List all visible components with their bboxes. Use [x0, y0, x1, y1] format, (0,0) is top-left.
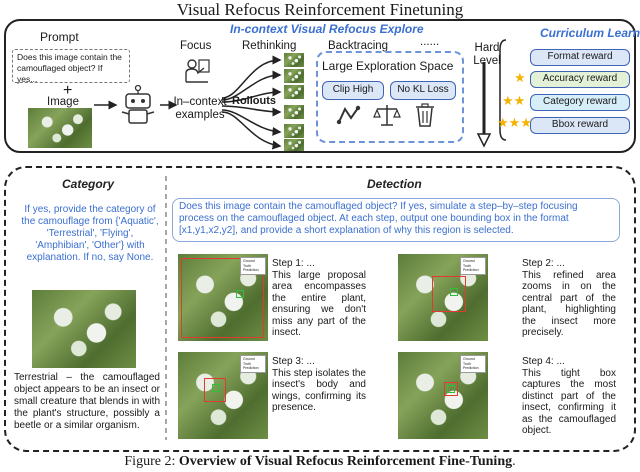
- star-icon: ★★: [502, 93, 526, 108]
- step3-text: Step 3: ... This step isolates the insec…: [272, 356, 366, 413]
- robot-icon: [121, 84, 155, 124]
- ground-truth-box: [447, 385, 455, 393]
- curriculum-title: Curriculum Learning: [540, 26, 640, 40]
- detection-question: Does this image contain the camouflaged …: [172, 198, 620, 242]
- input-image: [28, 108, 92, 148]
- exploration-space-box: [316, 51, 464, 143]
- trash-icon: [416, 103, 434, 127]
- prediction-box: [444, 382, 458, 396]
- incontext-examples-label: In–context examples: [173, 96, 227, 121]
- continuation-dots: ......: [420, 36, 440, 48]
- figure-title: Visual Refocus Reinforcement Finetuning: [176, 0, 464, 19]
- bbox-reward: Bbox reward: [530, 117, 630, 134]
- ground-truth-box: [236, 290, 244, 298]
- prompt-box: Does this image contain the camouflaged …: [12, 49, 130, 84]
- category-question: If yes, provide the category of the camo…: [21, 204, 159, 263]
- step2-text: Step 2: ... This refined area zooms in o…: [522, 258, 616, 338]
- no-kl-loss-pill: No KL Loss: [390, 81, 456, 100]
- prediction-box: [432, 276, 466, 312]
- star-icon: ★: [514, 70, 526, 85]
- format-reward: Format reward: [530, 49, 630, 66]
- clip-high-pill: Clip High: [322, 81, 384, 100]
- figure-caption: Figure 2: Overview of Visual Refocus Rei…: [124, 454, 516, 469]
- step1-text: Step 1: ... This large proposal area enc…: [272, 258, 366, 338]
- detection-title: Detection: [367, 177, 422, 191]
- curve-icon: [336, 105, 361, 125]
- bottom-panel: [4, 166, 636, 452]
- hard-level-label: Hard Level: [473, 42, 501, 67]
- balance-scale-icon: [373, 105, 401, 126]
- top-panel: [4, 19, 636, 153]
- rethinking-label: Rethinking: [242, 40, 297, 52]
- plus-sign: +: [63, 82, 73, 99]
- rollout-thumb: [284, 124, 304, 138]
- rollouts-label: Rollouts: [232, 95, 276, 107]
- exploration-space-label: Large Exploration Space: [322, 59, 454, 73]
- focus-label: Focus: [180, 40, 212, 52]
- accuracy-reward: Accuracy reward: [530, 71, 630, 88]
- ground-truth-box: [450, 288, 458, 296]
- image-label: Image: [47, 96, 79, 108]
- category-image: [32, 290, 136, 368]
- rollout-thumb: [284, 85, 304, 99]
- rollout-thumb: [284, 105, 304, 119]
- category-reward: Category reward: [530, 94, 630, 111]
- rollout-thumb: [284, 53, 304, 67]
- prediction-box: [181, 258, 264, 338]
- ground-truth-box: [212, 384, 220, 392]
- category-title: Category: [62, 177, 115, 191]
- category-answer: Terrestrial – the camouflaged object app…: [14, 372, 160, 431]
- star-icon: ★★★: [497, 115, 532, 130]
- backtracing-label: Backtracing: [328, 40, 389, 52]
- prompt-label: Prompt: [40, 30, 79, 44]
- rollout-thumb: [284, 69, 304, 83]
- person-pointing-icon: [185, 59, 210, 83]
- rollout-thumb: [284, 139, 304, 151]
- explore-title: In-context Visual Refocus Explore: [230, 22, 424, 36]
- step4-text: Step 4: ... This tight box captures the …: [522, 356, 616, 436]
- prediction-box: [204, 378, 226, 402]
